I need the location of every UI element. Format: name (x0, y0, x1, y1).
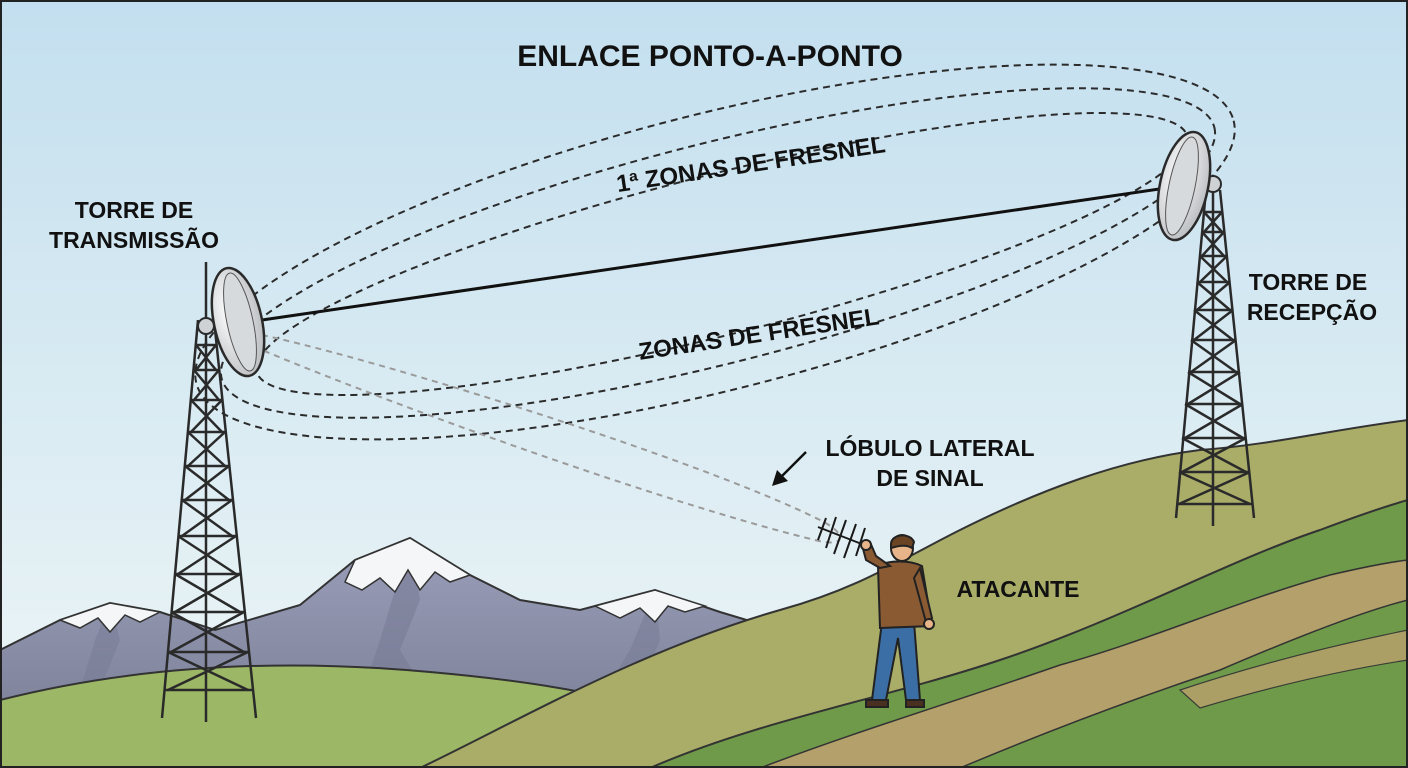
reception-tower (1174, 189, 1256, 526)
tx-tower-label-line2: TRANSMISSÃO (49, 226, 219, 253)
tx-tower-label-line1: TORRE DE (75, 197, 193, 223)
snow-cap-right (592, 589, 708, 624)
dirt-path (759, 559, 1408, 768)
fresnel-zone-middle (219, 87, 1217, 419)
side-lobe-pointer-arrow (772, 451, 807, 486)
fresnel-zone-outer (194, 63, 1236, 441)
transmission-tower (160, 262, 258, 722)
side-lobe-label-line1: LÓBULO LATERAL (825, 434, 1034, 461)
rx-tower-label-line1: TORRE DE (1249, 269, 1367, 295)
diagram-title: ENLACE PONTO-A-PONTO (517, 40, 903, 73)
attacker-figure (860, 534, 935, 708)
rx-tower-label-line2: RECEPÇÃO (1247, 298, 1377, 325)
receive-dish (1156, 130, 1222, 242)
snow-cap-left (57, 602, 163, 634)
side-lobe-label-line2: DE SINAL (876, 465, 983, 491)
attacker-label: ATACANTE (956, 576, 1079, 602)
snow-cap-center (344, 537, 472, 594)
transmit-dish (197, 266, 266, 378)
yagi-antenna (817, 516, 873, 559)
line-of-sight (261, 184, 1181, 322)
